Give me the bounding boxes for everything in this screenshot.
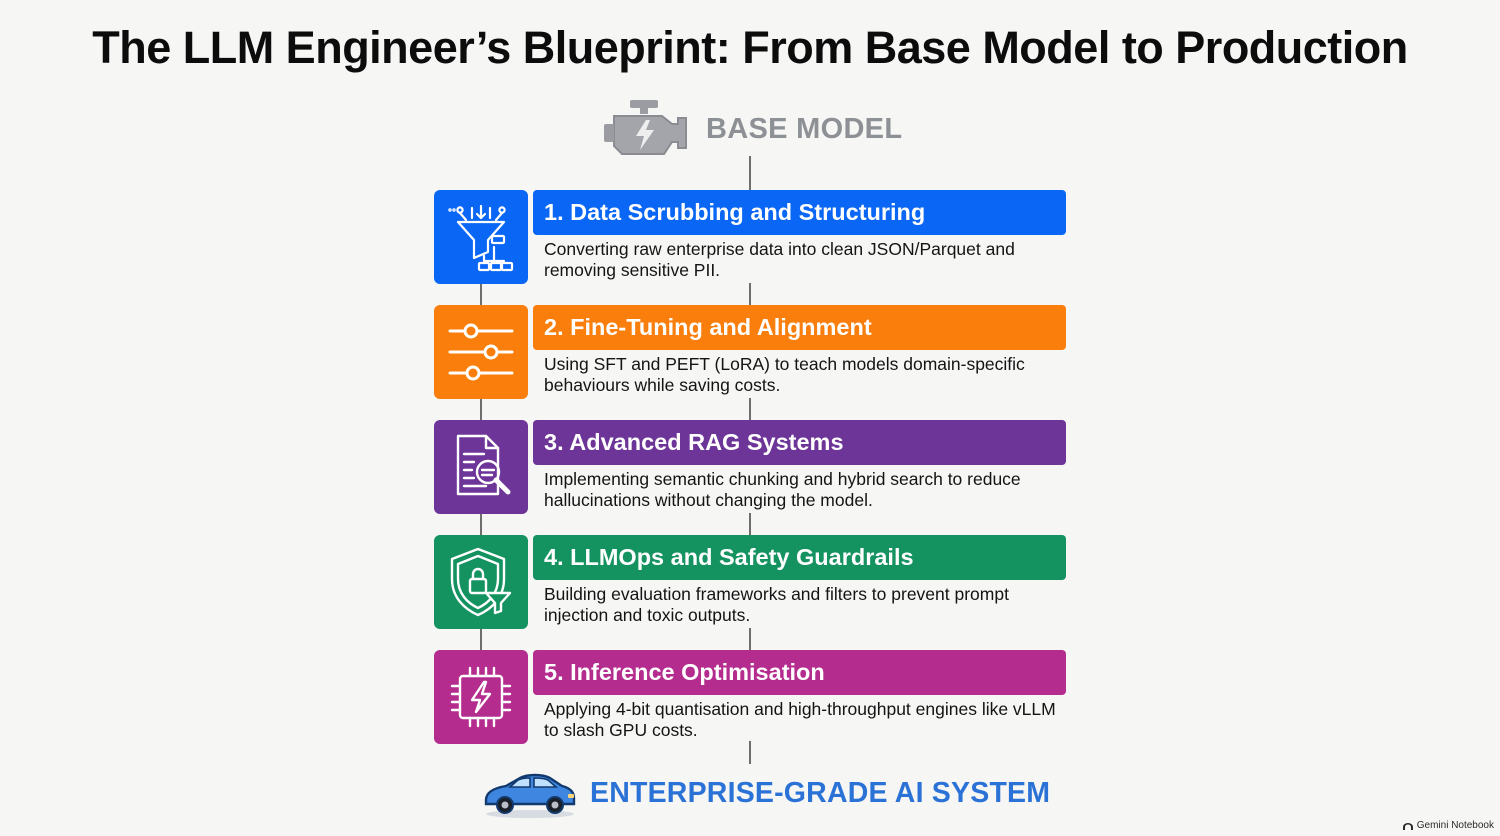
page-title: The LLM Engineer’s Blueprint: From Base … <box>92 22 1408 73</box>
connector-line <box>749 283 751 305</box>
engine-icon <box>604 100 687 155</box>
step-5-heading: 5. Inference Optimisation <box>533 650 1066 695</box>
step-3-description: Implementing semantic chunking and hybri… <box>544 469 1074 511</box>
step-5-description: Applying 4-bit quantisation and high-thr… <box>544 699 1074 741</box>
chip-icon <box>450 666 512 728</box>
step-1-icon-tile <box>434 190 528 284</box>
step-2-heading: 2. Fine-Tuning and Alignment <box>533 305 1066 350</box>
connector-line <box>480 283 482 305</box>
connector-line <box>480 513 482 535</box>
step-2-icon-tile <box>434 305 528 399</box>
connector-line <box>480 398 482 420</box>
connector-line <box>749 156 751 190</box>
step-2-description: Using SFT and PEFT (LoRA) to teach model… <box>544 354 1074 396</box>
step-4-heading: 4. LLMOps and Safety Guardrails <box>533 535 1066 580</box>
connector-line <box>480 628 482 650</box>
data-funnel-icon <box>448 204 514 272</box>
watermark-text: Gemini Notebook <box>1416 820 1494 831</box>
step-4-description: Building evaluation frameworks and filte… <box>544 584 1074 626</box>
connector-line <box>749 513 751 535</box>
base-model-label: BASE MODEL <box>706 112 903 145</box>
gemini-notebook-icon <box>1402 822 1413 830</box>
document-search-icon <box>456 434 511 496</box>
step-3-heading: 3. Advanced RAG Systems <box>533 420 1066 465</box>
step-3-icon-tile <box>434 420 528 514</box>
step-1-heading: 1. Data Scrubbing and Structuring <box>533 190 1066 235</box>
step-4-icon-tile <box>434 535 528 629</box>
watermark: Gemini Notebook <box>1402 820 1494 831</box>
enterprise-system-label: ENTERPRISE-GRADE AI SYSTEM <box>590 776 1051 809</box>
sliders-icon <box>448 323 514 381</box>
base-model-node: BASE MODEL <box>600 96 902 162</box>
connector-line <box>749 398 751 420</box>
connector-line <box>749 740 751 764</box>
connector-line <box>749 628 751 650</box>
car-icon <box>484 773 576 818</box>
step-5-icon-tile <box>434 650 528 744</box>
step-1-description: Converting raw enterprise data into clea… <box>544 239 1074 281</box>
enterprise-system-node: ENTERPRISE-GRADE AI SYSTEM <box>480 766 1050 820</box>
shield-lock-icon <box>450 547 512 617</box>
